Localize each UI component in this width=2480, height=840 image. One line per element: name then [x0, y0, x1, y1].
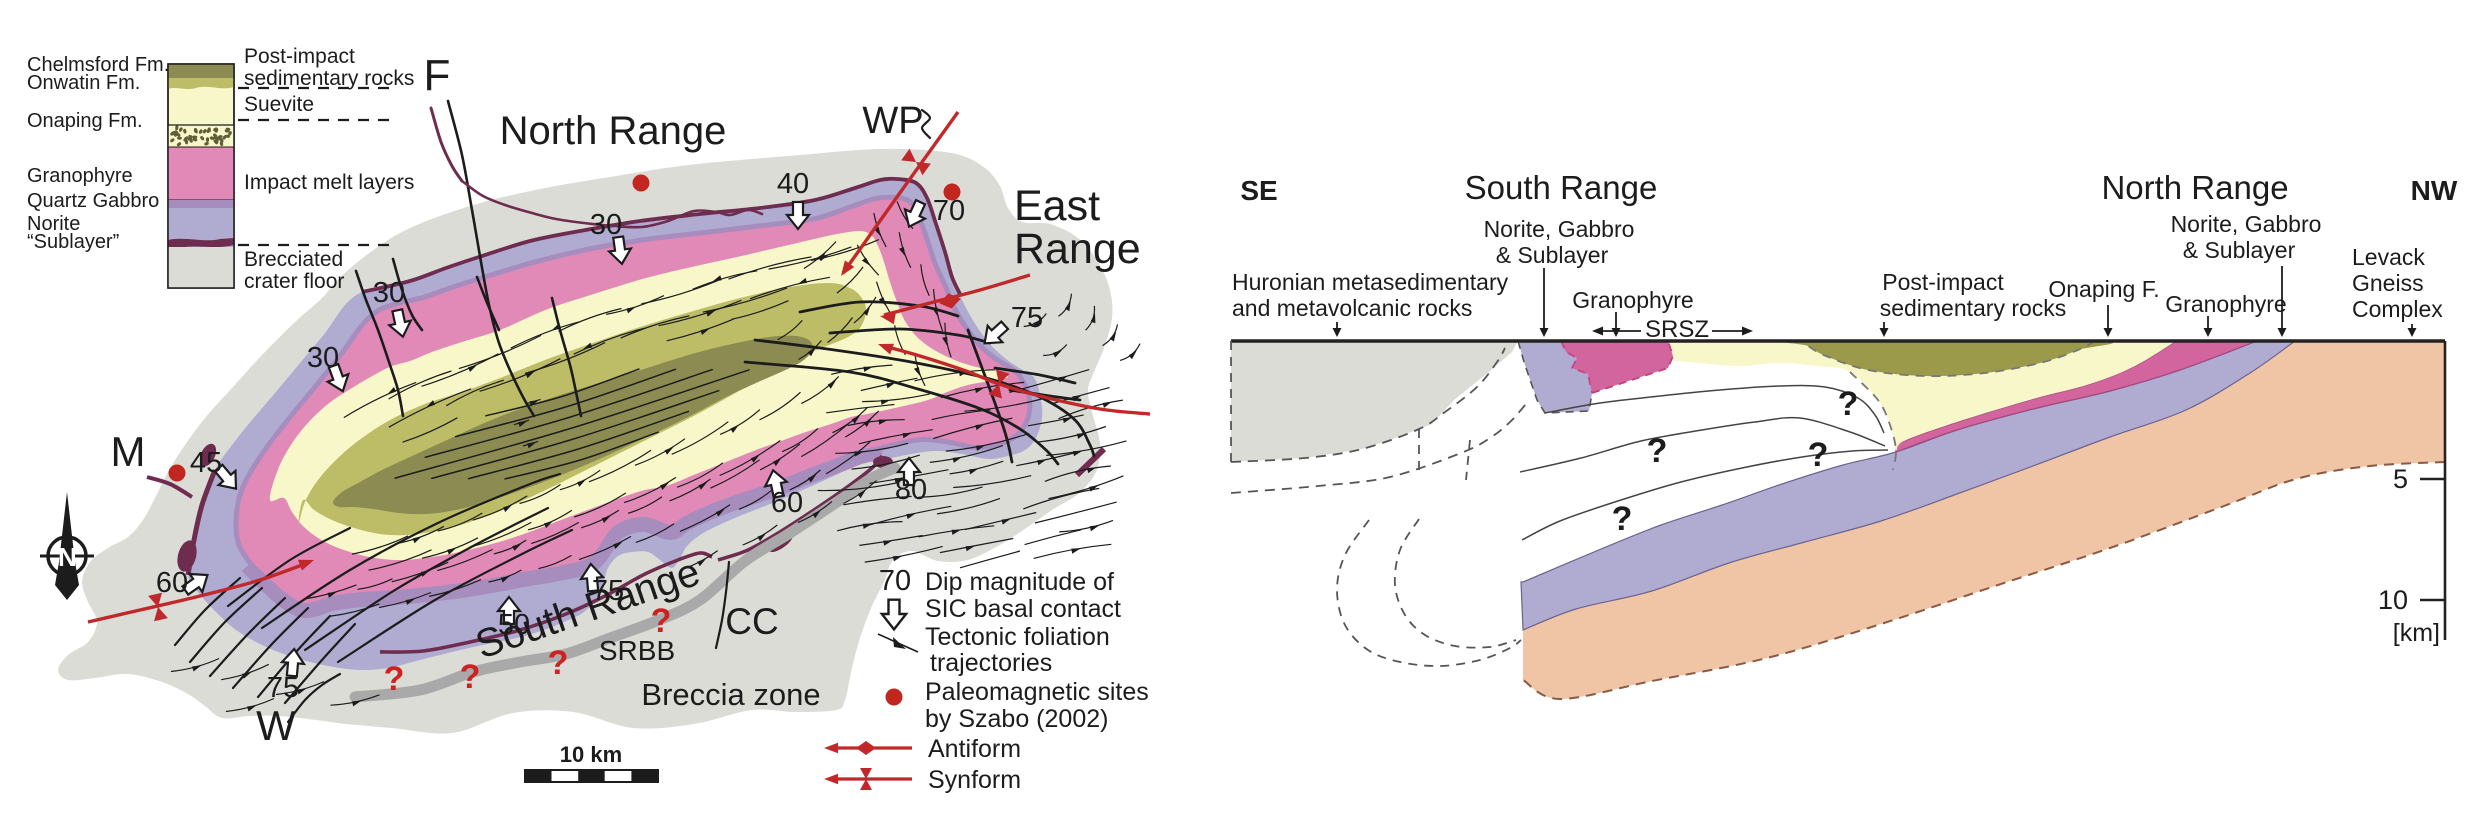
svg-text:F: F: [424, 51, 451, 100]
svg-text:Onaping F.: Onaping F.: [2048, 276, 2159, 302]
svg-text:SRSZ: SRSZ: [1645, 316, 1709, 343]
svg-text:30: 30: [307, 342, 339, 374]
svg-text:North Range: North Range: [2101, 169, 2288, 206]
svg-text:Huronian metasedimentary: Huronian metasedimentary: [1232, 269, 1509, 295]
svg-text:by Szabo (2002): by Szabo (2002): [925, 705, 1108, 733]
svg-text:70: 70: [879, 565, 911, 597]
svg-text:NW: NW: [2411, 175, 2458, 206]
svg-text:Norite, Gabbro: Norite, Gabbro: [2171, 211, 2322, 237]
svg-text:Complex: Complex: [2352, 296, 2443, 322]
svg-text:5: 5: [2393, 464, 2408, 494]
svg-text:Granophyre: Granophyre: [2165, 291, 2286, 317]
svg-text:CC: CC: [725, 601, 778, 642]
svg-text:10: 10: [2378, 585, 2408, 615]
svg-text:Post-impact: Post-impact: [244, 45, 355, 68]
svg-text:Breccia zone: Breccia zone: [641, 677, 820, 712]
svg-text:and metavolcanic rocks: and metavolcanic rocks: [1232, 295, 1472, 321]
svg-text:SIC basal contact: SIC basal contact: [925, 595, 1121, 623]
svg-text:?: ?: [1808, 436, 1829, 474]
svg-text:“Sublayer”: “Sublayer”: [27, 231, 119, 253]
svg-text:South Range: South Range: [1465, 169, 1658, 206]
svg-text:Dip magnitude of: Dip magnitude of: [925, 568, 1114, 596]
svg-text:Gneiss: Gneiss: [2352, 270, 2424, 296]
svg-text:[km]: [km]: [2393, 619, 2440, 647]
svg-text:?: ?: [548, 644, 569, 682]
svg-text:Granophyre: Granophyre: [27, 165, 133, 187]
svg-text:Suevite: Suevite: [244, 93, 314, 116]
svg-text:Norite, Gabbro: Norite, Gabbro: [1484, 216, 1635, 242]
svg-text:75: 75: [1011, 302, 1043, 334]
svg-text:& Sublayer: & Sublayer: [1496, 242, 1609, 268]
svg-text:Brecciated: Brecciated: [244, 248, 343, 271]
svg-text:60: 60: [771, 487, 803, 519]
svg-text:Tectonic foliation: Tectonic foliation: [925, 623, 1110, 651]
svg-text:?: ?: [1647, 432, 1668, 470]
svg-text:75: 75: [592, 575, 624, 607]
svg-text:?: ?: [384, 660, 405, 698]
svg-text:& Sublayer: & Sublayer: [2183, 237, 2296, 263]
svg-text:Range: Range: [1014, 225, 1141, 273]
svg-text:East: East: [1014, 182, 1100, 230]
svg-text:SRBB: SRBB: [599, 635, 675, 666]
svg-text:70: 70: [933, 195, 965, 227]
svg-text:10 km: 10 km: [560, 742, 622, 767]
svg-text:?: ?: [460, 658, 481, 696]
svg-text:SE: SE: [1240, 175, 1277, 206]
svg-text:Norite: Norite: [27, 213, 80, 235]
svg-text:Levack: Levack: [2352, 244, 2425, 270]
svg-text:80: 80: [895, 474, 927, 506]
svg-text:75: 75: [267, 672, 299, 704]
svg-text:30: 30: [590, 209, 622, 241]
svg-text:Paleomagnetic sites: Paleomagnetic sites: [925, 678, 1149, 706]
svg-text:Onaping Fm.: Onaping Fm.: [27, 110, 143, 132]
svg-text:?: ?: [651, 602, 672, 640]
svg-text:60: 60: [156, 567, 188, 599]
svg-text:sedimentary rocks: sedimentary rocks: [244, 67, 414, 90]
svg-text:40: 40: [777, 168, 809, 200]
svg-text:Quartz Gabbro: Quartz Gabbro: [27, 190, 159, 212]
svg-text:Chelmsford Fm.: Chelmsford Fm.: [27, 54, 169, 76]
svg-text:Granophyre: Granophyre: [1572, 287, 1693, 313]
svg-text:WP: WP: [862, 100, 923, 142]
svg-text:?: ?: [1612, 500, 1633, 538]
svg-text:Onwatin Fm.: Onwatin Fm.: [27, 72, 140, 94]
svg-text:North Range: North Range: [500, 109, 727, 153]
svg-text:sedimentary rocks: sedimentary rocks: [1880, 295, 2067, 321]
svg-text:Synform: Synform: [928, 766, 1021, 794]
svg-text:trajectories: trajectories: [930, 649, 1052, 677]
svg-text:crater floor: crater floor: [244, 270, 344, 293]
svg-text:M: M: [111, 428, 146, 475]
svg-text:?: ?: [1838, 385, 1859, 423]
svg-text:Antiform: Antiform: [928, 735, 1021, 763]
svg-text:50: 50: [498, 609, 530, 641]
svg-text:N: N: [58, 542, 77, 572]
svg-text:45: 45: [190, 447, 222, 479]
svg-text:W: W: [256, 702, 296, 749]
svg-text:Post-impact: Post-impact: [1882, 269, 2004, 295]
svg-text:30: 30: [373, 277, 405, 309]
svg-text:Impact melt layers: Impact melt layers: [244, 171, 414, 194]
